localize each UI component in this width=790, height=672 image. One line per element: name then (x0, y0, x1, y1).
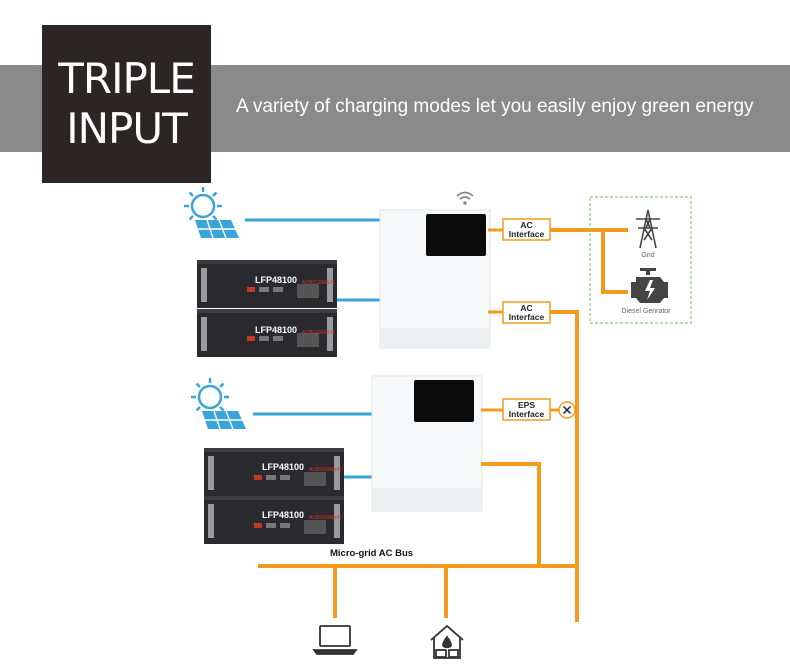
inverter-bottom-screen (414, 380, 474, 422)
sun-icon (182, 185, 224, 227)
solar-panel-icon (201, 410, 247, 430)
bus-label: Micro-grid AC Bus (330, 548, 413, 559)
home-appliance-icon (430, 624, 464, 659)
ac-interface-box (502, 301, 551, 324)
power-source-box (589, 196, 692, 324)
transmission-tower-icon (636, 209, 660, 249)
title-line-2: INPUT (66, 104, 188, 153)
battery-model-label: LFP48100 (262, 510, 304, 520)
diesel-label: Diesel Genrator (621, 308, 671, 315)
ac-interface-box (502, 218, 551, 241)
title-line-1: TRIPLE (58, 54, 195, 103)
battery-brand-label: AOBOGREEN (309, 515, 342, 521)
grid-label: Grid (641, 252, 654, 259)
wifi-icon (456, 191, 474, 205)
ac-interface-label-1: AC (520, 220, 532, 230)
battery-brand-label: AOBOGREEN (302, 280, 335, 286)
battery-brand-label: AOBOGREEN (309, 467, 342, 473)
ac-interface-label-1: AC (520, 303, 532, 313)
battery-brand-label: AOBOGREEN (302, 330, 335, 336)
eps-interface-box (502, 398, 551, 421)
title-box: TRIPLE INPUT (42, 25, 211, 183)
battery-model-label: LFP48100 (255, 325, 297, 335)
inverter-bottom-base (372, 488, 482, 511)
battery-model-label: LFP48100 (255, 275, 297, 285)
inverter-top-screen (426, 214, 486, 256)
battery-stack-bottom: LFP48100 AOBOGREEN LFP48100 AOBOGREEN (204, 448, 344, 544)
solar-panel-icon (194, 219, 240, 239)
tagline: A variety of charging modes let you easi… (236, 96, 754, 117)
sun-icon (189, 376, 231, 418)
eps-interface-label-1: EPS (518, 400, 535, 410)
laptop-icon (312, 625, 358, 655)
close-icon (558, 401, 576, 419)
eps-interface-label-2: Interface (509, 409, 545, 419)
ac-interface-label-2: Interface (509, 229, 545, 239)
battery-model-label: LFP48100 (262, 462, 304, 472)
ac-interface-label-2: Interface (509, 312, 545, 322)
battery-stack-top: LFP48100 AOBOGREEN LFP48100 AOBOGREEN (197, 260, 337, 357)
engine-icon (631, 268, 668, 303)
inverter-top-base (380, 328, 490, 348)
